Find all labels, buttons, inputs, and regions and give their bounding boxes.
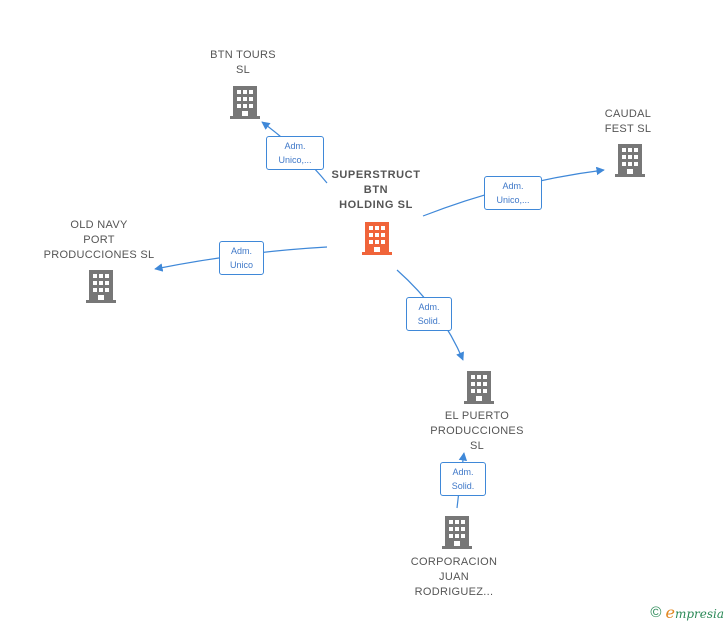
building-icon[interactable] <box>229 84 261 120</box>
brand-logo[interactable]: empresia <box>665 603 724 622</box>
building-icon[interactable] <box>614 142 646 178</box>
building-icon[interactable] <box>85 268 117 304</box>
brand-footer: © empresia <box>650 603 724 622</box>
building-icon[interactable] <box>463 369 495 405</box>
company-label-caudal-fest[interactable]: CAUDAL FEST SL <box>604 108 652 135</box>
building-icon[interactable] <box>441 514 473 550</box>
edge-label-corporacion[interactable]: Adm. Solid. <box>440 462 486 496</box>
edge-label-old-navy[interactable]: Adm. Unico <box>219 241 264 275</box>
edge-label-btn-tours[interactable]: Adm. Unico,... <box>266 136 324 170</box>
brand-name: mpresia <box>674 607 724 621</box>
edge-label-el-puerto[interactable]: Adm. Solid. <box>406 297 452 331</box>
company-label-old-navy[interactable]: OLD NAVY PORT PRODUCCIONES SL <box>43 219 155 261</box>
company-label-btn-tours[interactable]: BTN TOURS SL <box>210 49 276 76</box>
company-label-superstruct[interactable]: SUPERSTRUCT BTN HOLDING SL <box>331 169 421 211</box>
brand-initial: e <box>665 603 675 622</box>
edge-label-caudal[interactable]: Adm. Unico,... <box>484 176 542 210</box>
company-label-el-puerto[interactable]: EL PUERTO PRODUCCIONES SL <box>430 410 524 452</box>
building-icon[interactable] <box>361 220 393 256</box>
copyright-icon: © <box>650 604 662 621</box>
company-label-corporacion[interactable]: CORPORACION JUAN RODRIGUEZ... <box>410 556 498 598</box>
